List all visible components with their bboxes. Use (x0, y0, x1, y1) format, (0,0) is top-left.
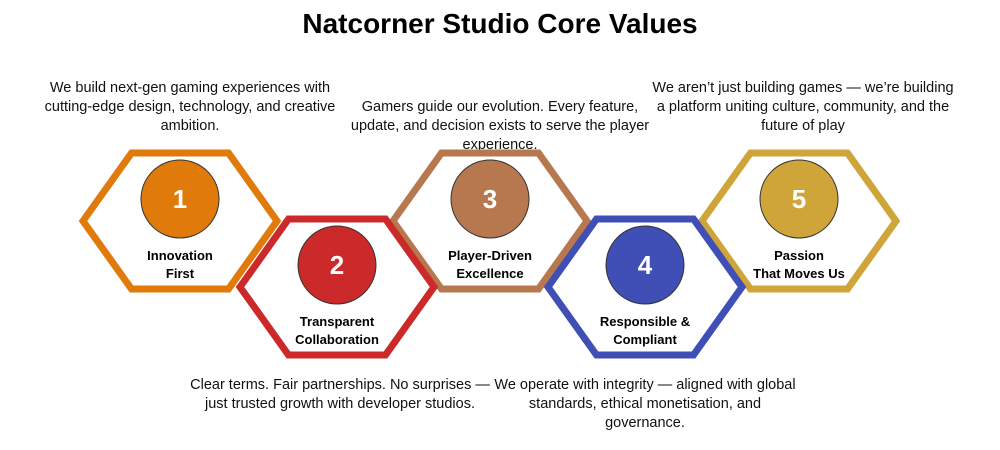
value-label-line: Passion (774, 248, 824, 263)
number-circle (297, 225, 377, 305)
value-number: 3 (483, 184, 497, 214)
value-1-description: We build next-gen gaming experiences wit… (44, 80, 336, 134)
value-label-line: Excellence (456, 266, 523, 281)
page-title: Natcorner Studio Core Values (302, 8, 698, 39)
number-circle (140, 159, 220, 239)
value-number: 4 (638, 250, 653, 280)
value-5-description: We aren’t just building games — we’re bu… (652, 80, 954, 134)
value-2-description: Clear terms. Fair partnerships. No surpr… (190, 377, 490, 412)
value-label-line: First (166, 266, 195, 281)
value-label-line: That Moves Us (753, 266, 845, 281)
value-label-line: Innovation (147, 248, 213, 263)
value-label-line: Compliant (613, 332, 677, 347)
number-circle (759, 159, 839, 239)
value-3-description: Gamers guide our evolution. Every featur… (350, 99, 650, 153)
value-4-description: We operate with integrity — aligned with… (494, 377, 796, 431)
value-number: 5 (792, 184, 806, 214)
value-label-line: Collaboration (295, 332, 379, 347)
number-circle (605, 225, 685, 305)
value-label-line: Transparent (300, 314, 375, 329)
value-number: 2 (330, 250, 344, 280)
value-label-line: Responsible & (600, 314, 690, 329)
value-label-line: Player-Driven (448, 248, 532, 263)
number-circle (450, 159, 530, 239)
value-number: 1 (173, 184, 187, 214)
